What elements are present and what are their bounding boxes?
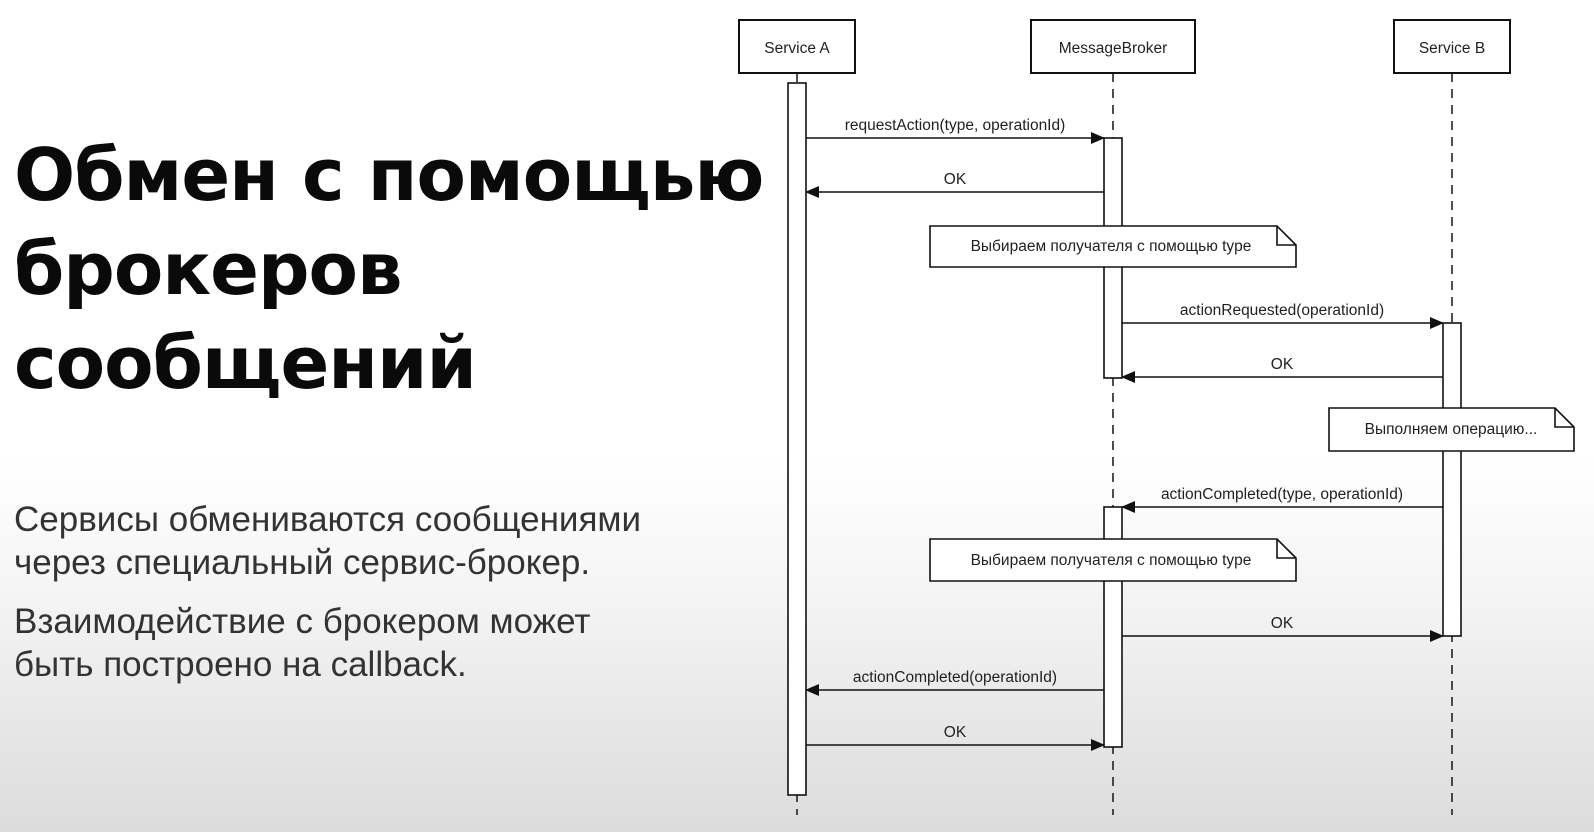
paragraph-2: Взаимодействие с брокером может быть пос… <box>14 600 714 686</box>
message-3: actionRequested(operationId) <box>1122 302 1444 329</box>
paragraph-2-line-2: быть построено на callback. <box>14 645 467 684</box>
message-3-label: actionRequested(operationId) <box>1180 302 1384 319</box>
note-3-text: Выбираем получателя с помощью type <box>971 552 1252 569</box>
activation-service-a <box>787 82 807 796</box>
message-1: requestAction(type, operationId) <box>806 117 1105 144</box>
title-line-1: Обмен с помощью <box>14 133 764 217</box>
message-8-label: OK <box>944 724 967 741</box>
message-5: actionCompleted(type, operationId) <box>1121 486 1443 513</box>
message-6: OK <box>1122 615 1444 642</box>
message-2-label: OK <box>944 171 967 188</box>
message-4-label: OK <box>1271 356 1294 373</box>
note-2-text: Выполняем операцию... <box>1365 421 1538 438</box>
paragraph-2-line-1: Взаимодействие с брокером может <box>14 602 591 641</box>
title-line-3: сообщений <box>14 321 477 405</box>
paragraph-1-line-1: Сервисы обмениваются сообщениями <box>14 500 642 539</box>
note-1-text: Выбираем получателя с помощью type <box>971 238 1252 255</box>
slide-title: Обмен с помощью брокеров сообщений <box>14 128 764 410</box>
participant-service-b-label: Service B <box>1419 40 1485 57</box>
message-7-label: actionCompleted(operationId) <box>853 669 1057 686</box>
message-8: OK <box>806 724 1105 751</box>
note-1: Выбираем получателя с помощью type <box>929 225 1297 268</box>
note-3: Выбираем получателя с помощью type <box>929 538 1297 582</box>
paragraph-1-line-2: через специальный сервис-брокер. <box>14 543 591 582</box>
message-7: actionCompleted(operationId) <box>805 669 1104 696</box>
title-line-2: брокеров <box>14 227 403 311</box>
paragraph-1: Сервисы обмениваются сообщениями через с… <box>14 498 714 584</box>
activation-service-b <box>1442 322 1462 637</box>
participant-service-a: Service A <box>738 19 856 74</box>
message-5-label: actionCompleted(type, operationId) <box>1161 486 1403 503</box>
participant-message-broker: MessageBroker <box>1030 19 1196 74</box>
participant-service-b: Service B <box>1393 19 1511 74</box>
message-1-label: requestAction(type, operationId) <box>845 117 1066 134</box>
note-2: Выполняем операцию... <box>1328 407 1575 452</box>
message-2: OK <box>805 171 1104 198</box>
message-4: OK <box>1121 356 1443 383</box>
message-6-label: OK <box>1271 615 1294 632</box>
participant-message-broker-label: MessageBroker <box>1059 40 1168 57</box>
participant-service-a-label: Service A <box>764 40 830 57</box>
